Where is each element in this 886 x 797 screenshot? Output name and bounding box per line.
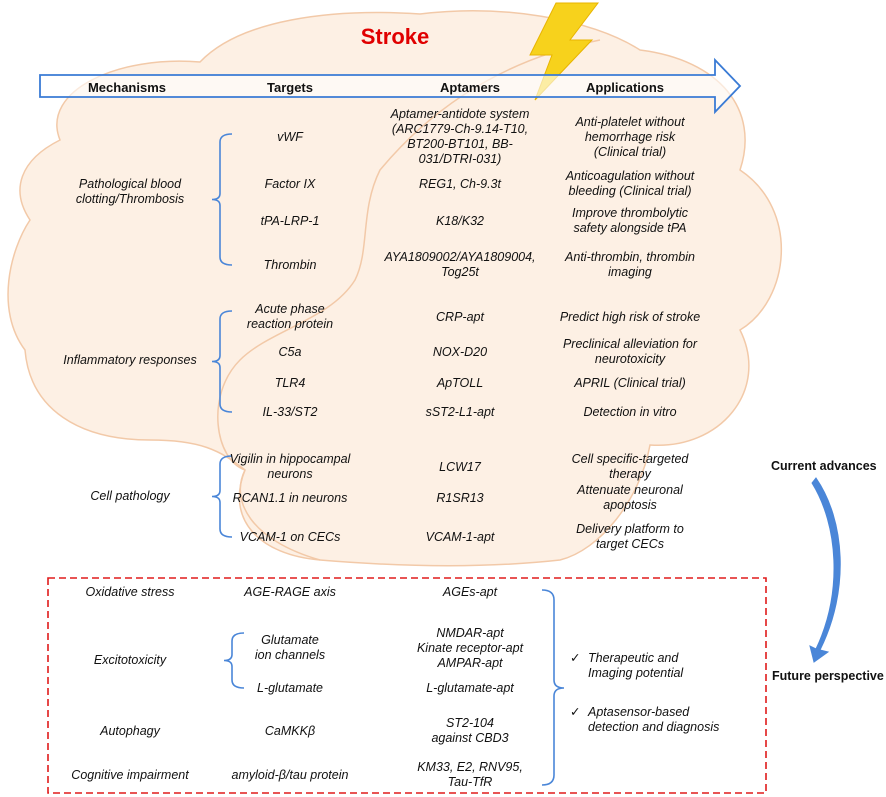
aptamer-label: L-glutamate-apt: [426, 680, 514, 695]
aptamer-label: ApTOLL: [436, 375, 484, 390]
target-label: RCAN1.1 in neurons: [232, 490, 348, 505]
brain-gyrus-2: [239, 469, 321, 561]
target-label: VCAM-1 on CECs: [239, 529, 341, 544]
column-header-mechanisms: Mechanisms: [87, 80, 167, 95]
checkmark-icon: ✓: [570, 705, 581, 719]
group-bracket: [223, 632, 245, 689]
group-bracket: [211, 455, 233, 538]
application-label: Detection in vitro: [583, 404, 677, 419]
target-label: IL-33/ST2: [262, 404, 318, 419]
target-label: vWF: [277, 129, 303, 144]
aptamer-label: KM33, E2, RNV95,Tau-TfR: [417, 760, 523, 789]
checkmark-icon: ✓: [570, 651, 581, 665]
mechanism-label: Cell pathology: [90, 488, 170, 503]
target-label: L-glutamate: [256, 680, 324, 695]
aptamer-label: AYA1809002/AYA1809004,Tog25t: [384, 250, 536, 279]
curved-arrow-icon: [809, 477, 841, 663]
future-side-label: Future perspective: [772, 669, 884, 683]
target-label: TLR4: [274, 375, 306, 390]
group-bracket: [211, 133, 233, 266]
outcome-bracket: [541, 589, 565, 786]
mechanism-label: Excitotoxicity: [93, 652, 167, 667]
target-label: AGE-RAGE axis: [244, 584, 336, 599]
mechanism-label: Cognitive impairment: [71, 767, 189, 782]
current-side-label: Current advances: [771, 459, 877, 473]
diagram-title: Stroke: [360, 24, 430, 49]
header-arrow: [39, 57, 742, 115]
mechanism-label: Oxidative stress: [85, 584, 175, 599]
aptamer-label: VCAM-1-apt: [425, 529, 495, 544]
target-label: CaMKKβ: [264, 723, 316, 738]
target-label: tPA-LRP-1: [260, 213, 320, 228]
aptamer-label: REG1, Ch-9.3t: [419, 176, 501, 191]
future-perspective-box: [47, 577, 767, 794]
brain-outline: [7, 10, 783, 567]
column-header-aptamers: Aptamers: [440, 80, 500, 95]
application-label: Predict high risk of stroke: [559, 309, 701, 324]
target-label: C5a: [278, 344, 302, 359]
column-header-targets: Targets: [267, 80, 313, 95]
target-label: Factor IX: [264, 176, 316, 191]
group-bracket: [211, 310, 233, 413]
target-label: Thrombin: [263, 257, 317, 272]
aptamer-label: LCW17: [439, 459, 481, 474]
target-label: amyloid-β/tau protein: [231, 767, 349, 782]
aptamer-label: R1SR13: [436, 490, 484, 505]
mechanism-label: Autophagy: [100, 723, 160, 738]
column-header-applications: Applications: [585, 80, 665, 95]
mechanism-label: Inflammatory responses: [63, 352, 197, 367]
aptamer-label: K18/K32: [436, 213, 484, 228]
aptamer-label: sST2-L1-apt: [425, 404, 495, 419]
aptamer-label: AGEs-apt: [442, 584, 498, 599]
application-label: APRIL (Clinical trial): [574, 375, 686, 390]
aptamer-label: CRP-apt: [436, 309, 484, 324]
aptamer-label: Aptamer-antidote system(ARC1779-Ch-9.14-…: [390, 107, 530, 166]
aptamer-label: NOX-D20: [432, 344, 488, 359]
